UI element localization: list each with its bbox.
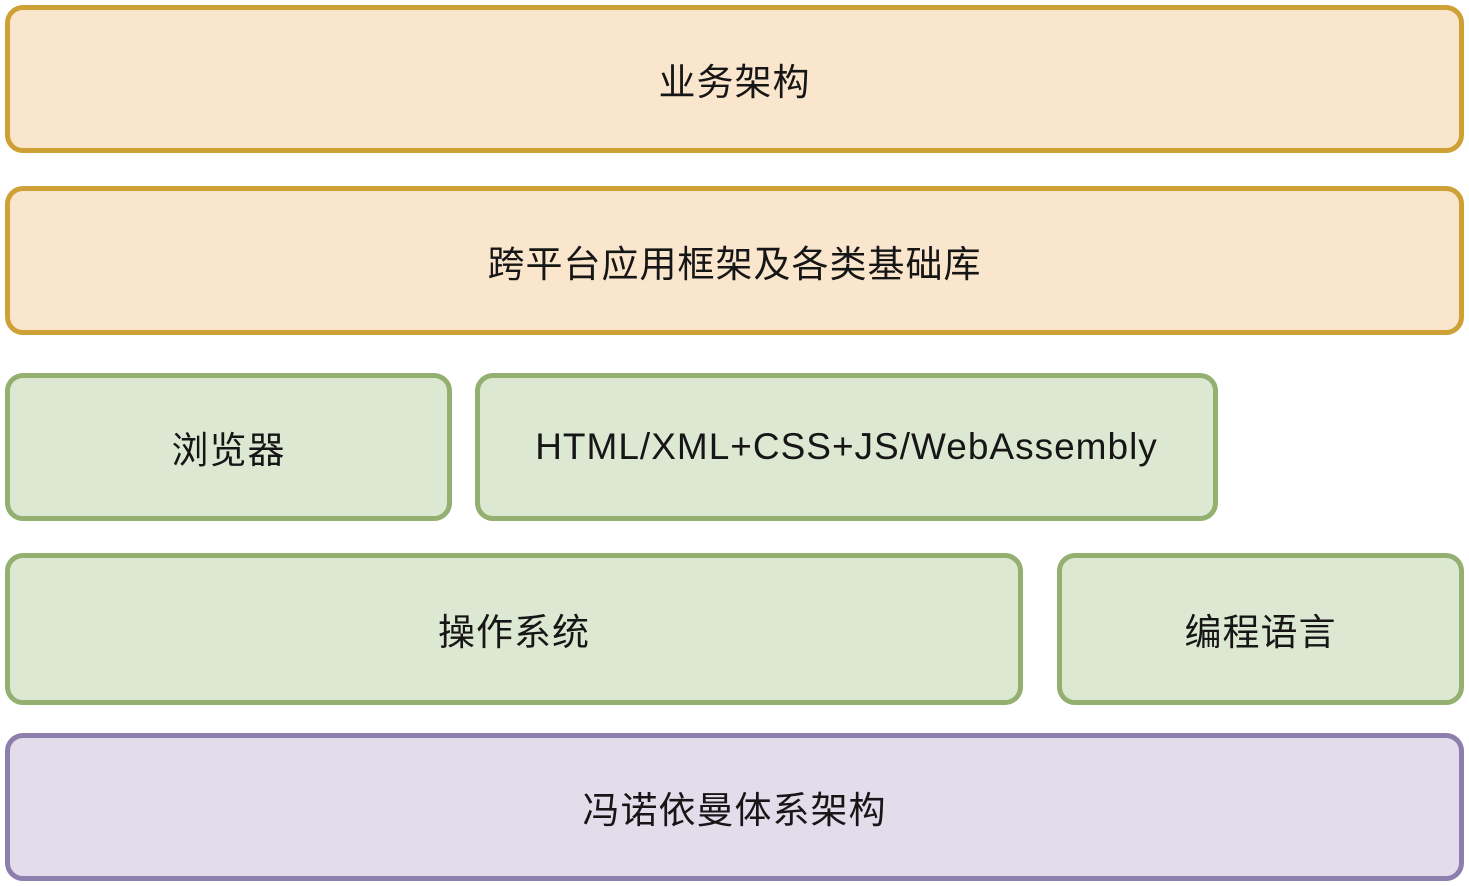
layer-programming-language: 编程语言 [1057, 553, 1464, 705]
layer-business-architecture-label: 业务架构 [658, 62, 811, 103]
layer-web-technologies-label: HTML/XML+CSS+JS/WebAssembly [535, 426, 1158, 467]
layer-browser-label: 浏览器 [171, 430, 286, 471]
layer-browser: 浏览器 [5, 373, 452, 521]
layer-von-neumann-architecture-label: 冯诺依曼体系架构 [582, 790, 887, 831]
layer-business-architecture: 业务架构 [5, 5, 1464, 153]
layer-web-technologies: HTML/XML+CSS+JS/WebAssembly [475, 373, 1218, 521]
layer-cross-platform-framework: 跨平台应用框架及各类基础库 [5, 186, 1464, 335]
layer-programming-language-label: 编程语言 [1184, 612, 1337, 653]
layer-operating-system: 操作系统 [5, 553, 1023, 705]
layer-operating-system-label: 操作系统 [438, 612, 590, 653]
layer-von-neumann-architecture: 冯诺依曼体系架构 [5, 733, 1464, 881]
layer-cross-platform-framework-label: 跨平台应用框架及各类基础库 [487, 243, 982, 285]
